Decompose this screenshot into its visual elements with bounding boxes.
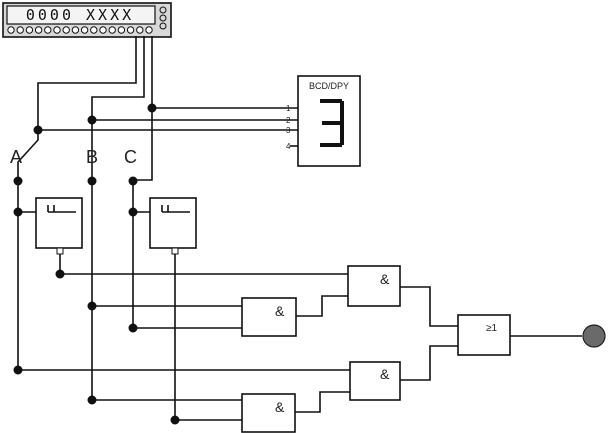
word-generator-pin[interactable] xyxy=(117,26,126,34)
word-generator[interactable]: 0000 XXXX xyxy=(2,2,172,38)
and-gate-lower[interactable]: & xyxy=(241,393,296,433)
word-generator-pin[interactable] xyxy=(7,26,15,34)
display-digit-segments xyxy=(320,99,344,147)
and-gate-middle[interactable]: & xyxy=(241,297,297,337)
or-gate-symbol: ≥1 xyxy=(486,323,497,334)
word-generator-pin[interactable] xyxy=(145,26,153,34)
input-label-b: B xyxy=(86,147,98,167)
input-label-c: C xyxy=(124,147,137,167)
and-gate-middle-symbol: & xyxy=(275,303,285,319)
input-label-a: A xyxy=(10,147,22,167)
word-generator-display: 0000 XXXX xyxy=(26,6,134,24)
word-generator-pins xyxy=(7,26,153,34)
display-pin-2: 2 xyxy=(286,116,291,125)
word-generator-pin[interactable] xyxy=(80,26,89,34)
word-generator-pin[interactable] xyxy=(99,26,107,34)
and-gate-lower-right[interactable]: & xyxy=(349,361,401,401)
word-generator-pin[interactable] xyxy=(71,26,80,34)
gate-wires xyxy=(18,273,582,421)
bus-wires xyxy=(17,36,300,400)
and-gate-upper[interactable]: & xyxy=(347,265,401,307)
word-generator-pin[interactable] xyxy=(108,26,116,34)
word-generator-pin[interactable] xyxy=(136,26,144,34)
display-pin-4: 4 xyxy=(286,142,291,151)
and-gate-upper-symbol: & xyxy=(380,271,390,287)
word-generator-pin[interactable] xyxy=(25,26,34,34)
or-gate[interactable]: ≥1 xyxy=(457,314,511,356)
output-probe[interactable] xyxy=(582,324,606,348)
seven-segment-display[interactable]: BCD/DPY 1 2 3 4 xyxy=(286,75,361,167)
junction-dots xyxy=(13,103,180,425)
and-gate-lower-symbol: & xyxy=(275,399,285,415)
word-generator-pin[interactable] xyxy=(44,26,52,34)
word-generator-pin[interactable] xyxy=(53,26,61,34)
word-generator-pin[interactable] xyxy=(90,26,98,34)
word-generator-pin[interactable] xyxy=(34,26,43,34)
display-title: BCD/DPY xyxy=(309,81,349,91)
inverter-c[interactable] xyxy=(133,197,197,420)
word-generator-pin[interactable] xyxy=(16,26,24,34)
word-generator-pin[interactable] xyxy=(126,26,135,34)
inverter-a[interactable] xyxy=(18,197,83,274)
display-pin-3: 3 xyxy=(286,126,291,135)
and-gate-lower-right-symbol: & xyxy=(380,366,390,382)
word-generator-pin[interactable] xyxy=(62,26,70,34)
display-pin-1: 1 xyxy=(286,104,291,113)
